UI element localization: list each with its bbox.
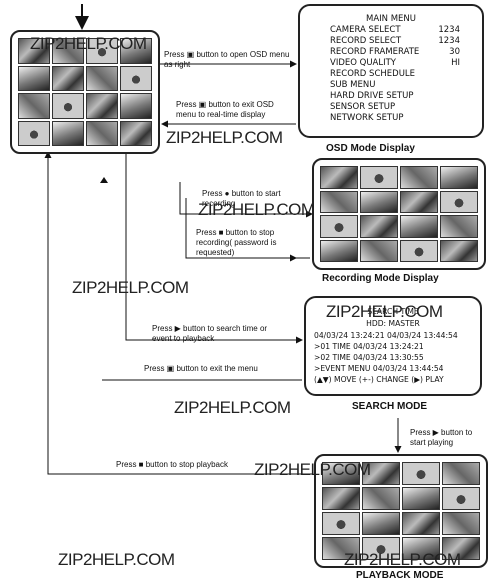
recording-display-monitor <box>312 158 486 270</box>
note-exit-menu: Press ▣ button to exit the menu <box>144 364 258 373</box>
note-start-play: Press ▶ button to start playing <box>410 428 473 447</box>
note-stop-rec: Press ■ button to stop recording( passwo… <box>196 228 277 257</box>
recording-caption: Recording Mode Display <box>322 273 439 284</box>
note-stop-play: Press ■ button to stop playback <box>116 460 229 469</box>
osd-menu-item[interactable]: SENSOR SETUP <box>330 102 460 113</box>
watermark: ZIP2HELP.COM <box>198 200 315 219</box>
osd-menu-item[interactable]: RECORD SCHEDULE <box>330 69 460 80</box>
up-marker-icon <box>100 177 108 183</box>
osd-menu-item[interactable]: RECORD SELECT 1234 <box>330 36 460 47</box>
search-title: SEARCH TIME <box>367 307 419 316</box>
watermark: ZIP2HELP.COM <box>30 34 147 53</box>
stop-playback-arrow <box>44 151 312 475</box>
note-start-rec: Press ● button to start recording <box>202 189 281 208</box>
osd-menu-item[interactable]: NETWORK SETUP <box>330 113 460 124</box>
search-caption: SEARCH MODE <box>352 401 428 412</box>
watermark: ZIP2HELP.COM <box>254 460 371 479</box>
osd-menu-item-label: CAMERA SELECT <box>330 25 401 35</box>
osd-menu-title: MAIN MENU <box>366 14 416 24</box>
watermark: ZIP2HELP.COM <box>166 128 283 147</box>
osd-caption: OSD Mode Display <box>326 143 415 154</box>
osd-menu-item-value: 1234 <box>438 25 460 35</box>
osd-menu-item-label: VIDEO QUALITY <box>330 58 396 68</box>
search-line: 04/03/24 13:24:21 04/03/24 13:44:54 <box>314 331 458 340</box>
osd-menu-item[interactable]: CAMERA SELECT 1234 <box>330 25 460 36</box>
osd-menu-item[interactable]: VIDEO QUALITY HI <box>330 58 460 69</box>
osd-menu-item[interactable]: RECORD FRAMERATE 30 <box>330 47 460 58</box>
search-menu-box: SEARCH TIME HDD: MASTER 04/03/24 13:24:2… <box>304 296 482 396</box>
start-rec-arrow <box>179 182 313 218</box>
playback-display-monitor <box>314 454 488 568</box>
osd-menu-item-label: HARD DRIVE SETUP <box>330 91 414 101</box>
search-line: >EVENT MENU 04/03/24 13:44:54 <box>314 364 444 373</box>
note-open-osd: Press ▣ button to open OSD menu as right <box>164 50 290 69</box>
to-search-arrow <box>125 152 303 344</box>
stop-rec-line <box>185 198 310 259</box>
search-hdd: HDD: MASTER <box>366 319 420 328</box>
osd-menu-item-value: 1234 <box>438 36 460 46</box>
osd-menu-item-value: 30 <box>449 47 460 57</box>
watermark: ZIP2HELP.COM <box>344 550 461 569</box>
osd-menu-item-label: NETWORK SETUP <box>330 113 404 123</box>
osd-menu-item-label: SENSOR SETUP <box>330 102 396 112</box>
search-line: (▲▼) MOVE (+-) CHANGE (▶) PLAY <box>314 375 444 384</box>
osd-menu-item[interactable]: SUB MENU <box>330 80 460 91</box>
note-search: Press ▶ button to search time or event t… <box>152 324 268 343</box>
playback-caption: PLAYBACK MODE <box>356 570 444 581</box>
osd-menu-item-label: RECORD SELECT <box>330 36 402 46</box>
search-line: >02 TIME 04/03/24 13:30:55 <box>314 353 424 362</box>
watermark: ZIP2HELP.COM <box>174 398 291 417</box>
watermark: ZIP2HELP.COM <box>58 550 175 569</box>
osd-menu-item-label: SUB MENU <box>330 80 376 90</box>
osd-menu-item-value: HI <box>451 58 460 68</box>
note-exit-osd: Press ▣ button to exit OSD menu to real-… <box>176 100 274 119</box>
search-line: >01 TIME 04/03/24 13:24:21 <box>314 342 424 351</box>
osd-menu-item-label: RECORD FRAMERATE <box>330 47 420 57</box>
watermark: ZIP2HELP.COM <box>72 278 189 297</box>
live-display-monitor <box>10 30 160 154</box>
osd-menu-item-label: RECORD SCHEDULE <box>330 69 416 79</box>
search-list: 04/03/24 13:24:21 04/03/24 13:44:54 >01 T… <box>314 330 476 385</box>
osd-menu-item[interactable]: HARD DRIVE SETUP <box>330 91 460 102</box>
watermark: ZIP2HELP.COM <box>326 302 443 321</box>
